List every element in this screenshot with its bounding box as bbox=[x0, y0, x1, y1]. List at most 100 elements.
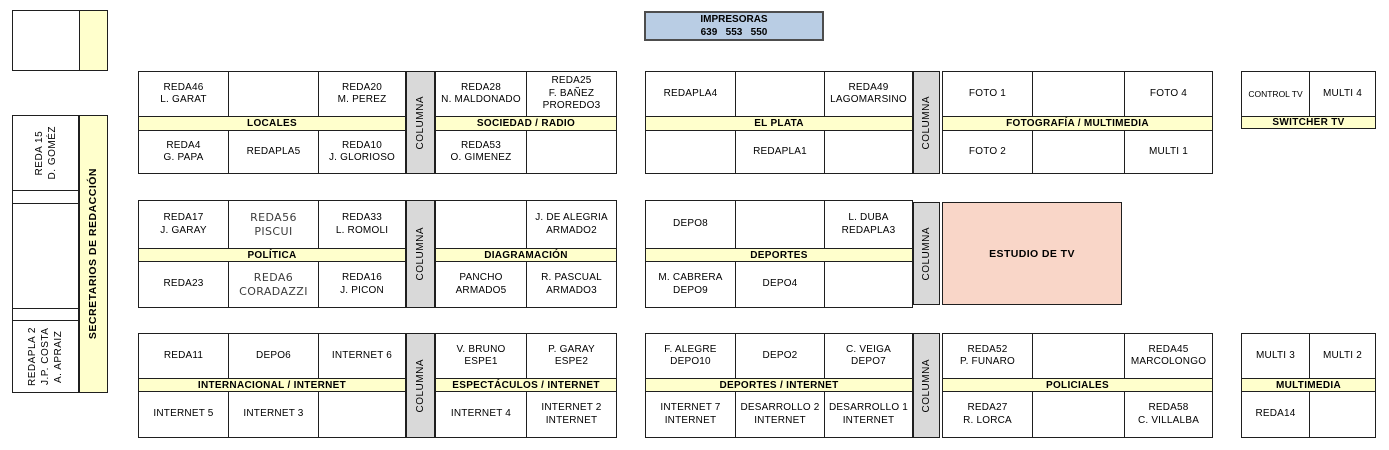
desk-cell: R. PASCUAL ARMADO3 bbox=[526, 262, 616, 307]
pillar-columna: COLUMNA bbox=[913, 71, 940, 174]
desk-cell bbox=[228, 72, 318, 116]
desk-cell bbox=[318, 392, 405, 437]
desk-cell bbox=[735, 201, 824, 248]
desk-cell bbox=[13, 308, 78, 320]
pillar-columna: COLUMNA bbox=[406, 71, 435, 174]
section-header: EL PLATA bbox=[646, 116, 912, 131]
desk-cell: V. BRUNO ESPE1 bbox=[456, 343, 506, 368]
block-diagramacion: J. DE ALEGRIA ARMADO2 DIAGRAMACIÓN PANCH… bbox=[435, 200, 617, 308]
desk-cell: J. DE ALEGRIA ARMADO2 bbox=[526, 201, 616, 248]
pillar-label: COLUMNA bbox=[921, 95, 932, 150]
tv-studio-label: ESTUDIO DE TV bbox=[989, 247, 1075, 260]
desk-cell: INTERNET 4 bbox=[450, 408, 512, 420]
desk-cell: REDAPLA5 bbox=[228, 131, 318, 173]
section-header: FOTOGRAFÍA / MULTIMEDIA bbox=[943, 116, 1212, 131]
desk-label: REDA 15 D. GOMÉZ bbox=[33, 126, 58, 180]
desk-cell bbox=[436, 201, 526, 248]
desk-cell: REDA 15 D. GOMÉZ bbox=[13, 116, 78, 190]
desk-cell: DESARROLLO 2 INTERNET bbox=[735, 392, 824, 437]
desk-cell: REDA28 N. MALDONADO bbox=[441, 81, 521, 106]
desk-cell: REDA53 O. GIMENEZ bbox=[450, 139, 512, 164]
secretarios-label: SECRETARIOS DE REDACCIÓN bbox=[87, 168, 99, 340]
desk-cell: FOTO 2 bbox=[968, 145, 1007, 157]
desk-cell: MULTI 3 bbox=[1256, 349, 1295, 361]
section-header: DIAGRAMACIÓN bbox=[436, 248, 616, 262]
block-deportes-internet: F. ALEGRE DEPO10 DEPO2 C. VEIGA DEPO7 DE… bbox=[645, 333, 913, 438]
desk-cell: REDAPLA1 bbox=[735, 131, 824, 173]
desk-cell bbox=[1032, 334, 1124, 378]
corner-box bbox=[12, 10, 108, 71]
desk-cell: REDA6 CORADAZZI bbox=[228, 262, 318, 307]
block-deportes: DEPO8 L. DUBA REDAPLA3 DEPORTES M. CABRE… bbox=[645, 200, 913, 308]
desk-cell: REDA17 J. GARAY bbox=[160, 212, 207, 236]
desk-cell bbox=[824, 262, 912, 307]
block-espectaculos-internet: V. BRUNO ESPE1 P. GARAY ESPE2 ESPECTÁCUL… bbox=[435, 333, 617, 438]
printers-box: IMPRESORAS 639 553 550 bbox=[644, 11, 824, 41]
desk-cell: MULTI 2 bbox=[1309, 334, 1375, 378]
pillar-columna: COLUMNA bbox=[406, 333, 435, 438]
desk-cell: F. ALEGRE DEPO10 bbox=[664, 343, 717, 368]
desk-cell: INTERNET 6 bbox=[318, 334, 405, 378]
section-header: SWITCHER TV bbox=[1242, 116, 1375, 129]
desk-cell: DEPO6 bbox=[228, 334, 318, 378]
desk-cell bbox=[13, 203, 78, 308]
section-header: MULTIMEDIA bbox=[1242, 378, 1375, 392]
printers-numbers: 639 553 550 bbox=[700, 27, 768, 38]
desk-cell: REDA46 L. GARAT bbox=[160, 81, 207, 106]
section-header: LOCALES bbox=[139, 116, 405, 131]
desk-cell: INTERNET 3 bbox=[228, 392, 318, 437]
block-internacional-internet: REDA11 DEPO6 INTERNET 6 INTERNACIONAL / … bbox=[138, 333, 406, 438]
desk-cell: PANCHO ARMADO5 bbox=[455, 272, 507, 296]
desk-cell: REDA20 M. PEREZ bbox=[318, 72, 405, 116]
tv-studio-area: ESTUDIO DE TV bbox=[942, 202, 1122, 305]
section-header: DEPORTES bbox=[646, 248, 912, 262]
pillar-columna: COLUMNA bbox=[913, 333, 940, 438]
desk-cell: REDAPLA 2 J.P. COSTA A. APRAIZ bbox=[13, 320, 78, 392]
desk-cell: REDA56 PISCUI bbox=[228, 201, 318, 248]
block-locales: REDA46 L. GARAT REDA20 M. PEREZ LOCALES … bbox=[138, 71, 406, 174]
section-header: ESPECTÁCULOS / INTERNET bbox=[436, 378, 616, 392]
block-politica: REDA17 J. GARAY REDA56 PISCUI REDA33 L. … bbox=[138, 200, 406, 308]
desk-cell: REDAPLA4 bbox=[663, 87, 718, 99]
desk-cell bbox=[526, 131, 616, 173]
desk-cell: REDA23 bbox=[163, 278, 204, 290]
left-desk-column: REDA 15 D. GOMÉZ REDAPLA 2 J.P. COSTA A.… bbox=[12, 115, 79, 393]
section-header: POLÍTICA bbox=[139, 248, 405, 262]
pillar-label: COLUMNA bbox=[415, 358, 426, 413]
corner-box-yellow-cell bbox=[79, 11, 107, 70]
corner-box-white-cell bbox=[13, 11, 79, 70]
pillar-columna: COLUMNA bbox=[406, 200, 435, 308]
desk-cell: DEPO4 bbox=[735, 262, 824, 307]
section-header: INTERNACIONAL / INTERNET bbox=[139, 378, 405, 392]
section-header: POLICIALES bbox=[943, 378, 1212, 392]
desk-cell: REDA33 L. ROMOLI bbox=[318, 201, 405, 248]
desk-cell: REDA58 C. VILLALBA bbox=[1124, 392, 1212, 437]
desk-cell: REDA45 MARCOLONGO bbox=[1124, 334, 1212, 378]
desk-cell: INTERNET 2 INTERNET bbox=[526, 392, 616, 437]
desk-cell: DESARROLLO 1 INTERNET bbox=[824, 392, 912, 437]
pillar-columna: COLUMNA bbox=[913, 202, 940, 305]
printers-title: IMPRESORAS bbox=[700, 14, 768, 25]
desk-cell: FOTO 1 bbox=[968, 87, 1007, 99]
desk-cell: MULTI 4 bbox=[1309, 72, 1375, 116]
block-policiales: REDA52 P. FUNARO REDA45 MARCOLONGO POLIC… bbox=[942, 333, 1213, 438]
desk-cell: INTERNET 5 bbox=[153, 408, 214, 420]
desk-cell: C. VEIGA DEPO7 bbox=[824, 334, 912, 378]
section-header: DEPORTES / INTERNET bbox=[646, 378, 912, 392]
block-switcher-tv: CONTROL TV MULTI 4 SWITCHER TV bbox=[1241, 71, 1376, 129]
desk-cell: REDA4 G. PAPA bbox=[163, 139, 204, 164]
pillar-label: COLUMNA bbox=[921, 358, 932, 413]
desk-cell: REDA49 LAGOMARSINO bbox=[824, 72, 912, 116]
desk-cell: M. CABRERA DEPO9 bbox=[658, 272, 723, 296]
desk-cell: REDA10 J. GLORIOSO bbox=[318, 131, 405, 173]
desk-cell: REDA16 J. PICON bbox=[318, 262, 405, 307]
desk-cell bbox=[13, 190, 78, 203]
desk-label: REDAPLA 2 J.P. COSTA A. APRAIZ bbox=[27, 327, 64, 386]
pillar-label: COLUMNA bbox=[921, 226, 932, 281]
desk-cell bbox=[1032, 392, 1124, 437]
secretarios-strip: SECRETARIOS DE REDACCIÓN bbox=[79, 115, 108, 393]
desk-cell bbox=[735, 72, 824, 116]
desk-cell bbox=[824, 131, 912, 173]
desk-cell: CONTROL TV bbox=[1248, 88, 1303, 99]
pillar-label: COLUMNA bbox=[415, 227, 426, 281]
